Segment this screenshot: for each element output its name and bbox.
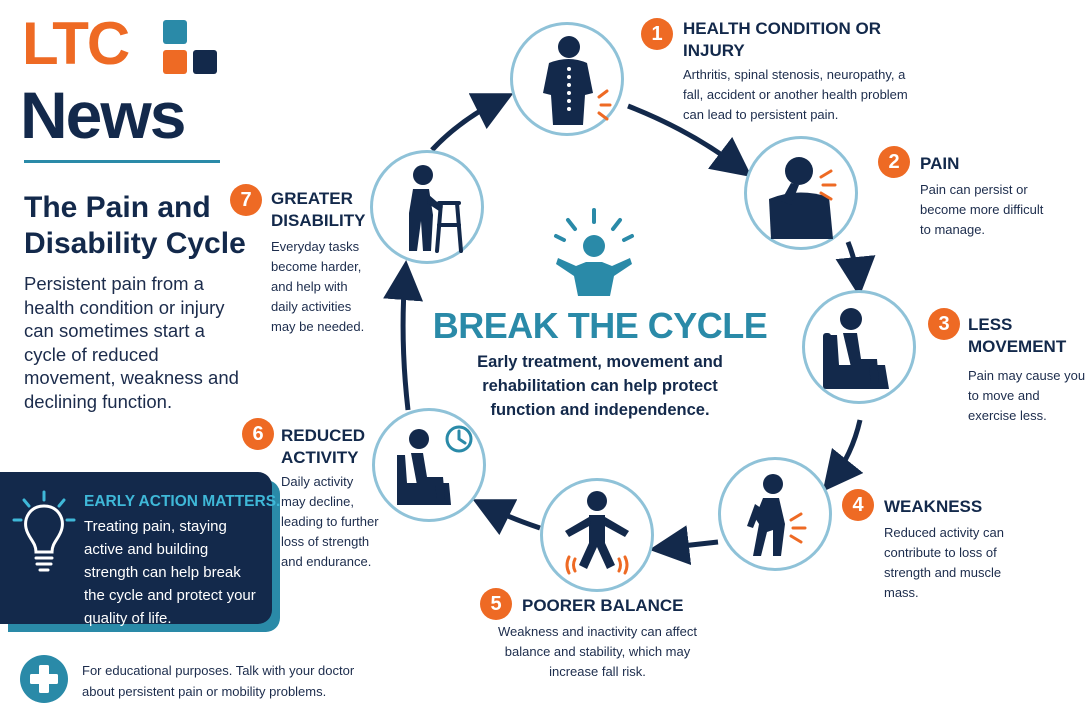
step-7-desc: Everyday tasks become harder, and help w… — [271, 239, 365, 334]
step-4-badge: 4 — [842, 489, 874, 521]
lightbulb-icon — [12, 490, 76, 572]
logo-ltc: LTC — [22, 10, 130, 77]
step-7-badge: 7 — [230, 184, 262, 216]
footer-text: For educational purposes. Talk with your… — [82, 663, 355, 699]
logo-news: News — [20, 78, 186, 152]
step-5-circle — [540, 478, 654, 592]
step-2-desc: Pain can persist or become more difficul… — [920, 182, 1044, 237]
breakthrough-person-icon — [554, 208, 634, 296]
step-5-badge: 5 — [480, 588, 512, 620]
step-2-title: PAIN — [920, 154, 960, 173]
step-4-circle — [718, 457, 832, 571]
weak-person-icon — [747, 474, 807, 556]
step-2-badge: 2 — [878, 146, 910, 178]
action-text: Treating pain, staying active and buildi… — [84, 518, 256, 627]
step-2-circle — [744, 136, 858, 250]
step-6-title: REDUCED ACTIVITY — [281, 426, 366, 467]
step-3-badge: 3 — [928, 308, 960, 340]
step-5-desc: Weakness and inactivity can affect balan… — [498, 624, 697, 679]
step-3-desc: Pain may cause you to move and exercise … — [968, 368, 1086, 423]
neck-pain-icon — [769, 157, 837, 239]
step-6-badge: 6 — [242, 418, 274, 450]
intro-text: Persistent pain from a health condition … — [24, 273, 239, 412]
step-3-title: LESS MOVEMENT — [968, 315, 1067, 356]
back-pain-icon — [543, 36, 612, 125]
step-4-title: WEAKNESS — [884, 497, 983, 516]
step-6-desc: Daily activity may decline, leading to f… — [281, 474, 379, 569]
divider — [24, 160, 220, 163]
seated-person-icon — [823, 308, 889, 389]
step-6-circle — [372, 408, 486, 522]
step-5-title: POORER BALANCE — [522, 596, 684, 615]
chair-clock-icon — [397, 425, 473, 505]
center-text: Early treatment, movement and rehabilita… — [477, 353, 723, 419]
step-4-desc: Reduced activity can contribute to loss … — [884, 525, 1004, 600]
walker-icon — [409, 165, 463, 253]
step-1-title: HEALTH CONDITION OR INJURY — [683, 19, 882, 60]
step-1-badge: 1 — [641, 18, 673, 50]
page-title: The Pain and Disability Cycle — [24, 191, 246, 260]
logo-squares-icon — [163, 20, 217, 74]
step-7-circle — [370, 150, 484, 264]
step-3-circle — [802, 290, 916, 404]
step-1-desc: Arthritis, spinal stenosis, neuropathy, … — [683, 67, 908, 122]
medical-plus-icon — [20, 655, 68, 703]
step-7-title: GREATER DISABILITY — [271, 189, 366, 230]
step-1-circle — [510, 22, 624, 136]
unbalanced-person-icon — [565, 491, 629, 575]
action-title: EARLY ACTION MATTERS. — [84, 493, 281, 510]
center-title: BREAK THE CYCLE — [432, 305, 768, 346]
